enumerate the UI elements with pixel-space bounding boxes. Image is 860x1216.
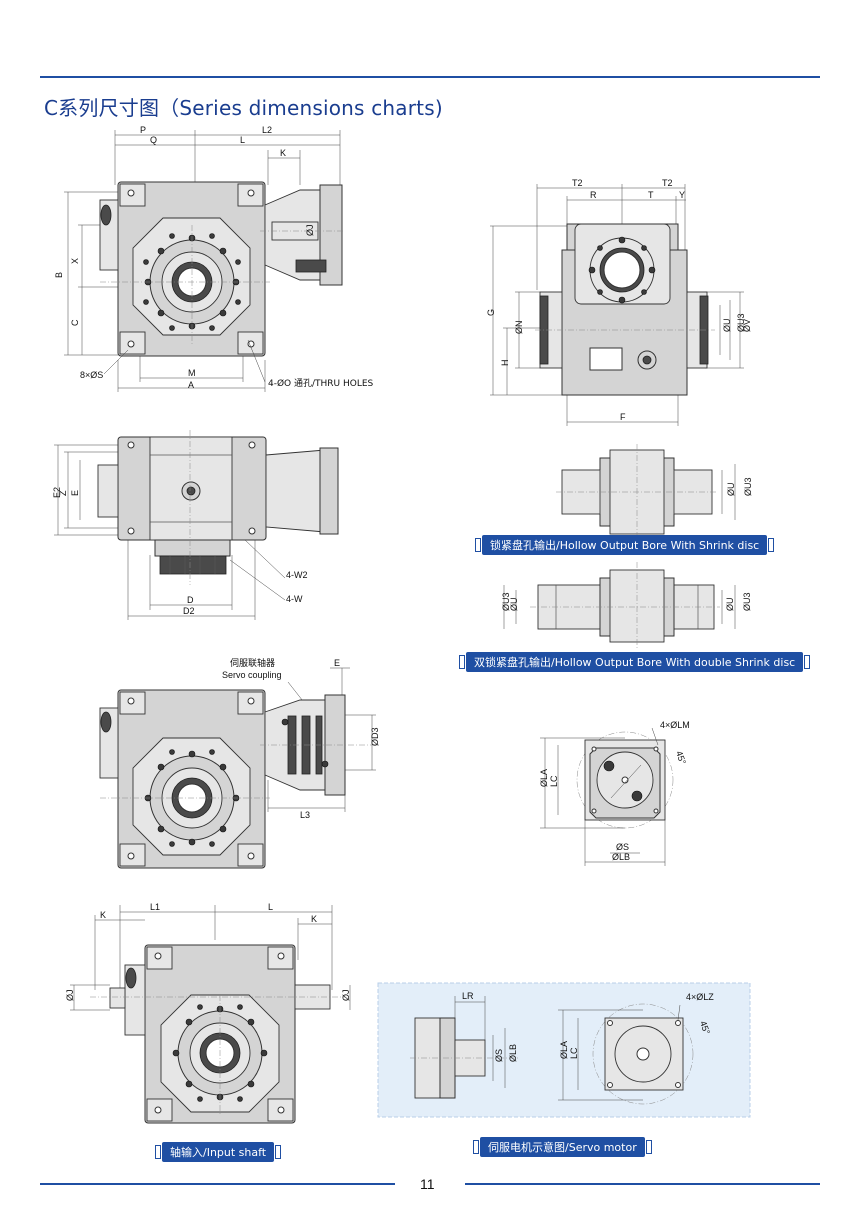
dim-l2: L2 <box>262 125 272 135</box>
dim-b: B <box>54 272 64 278</box>
dim-phi-u-single: ØU <box>726 483 736 497</box>
dim-r: R <box>590 190 597 200</box>
dim-phi-u: ØU <box>722 319 732 333</box>
footer-rule-left <box>40 1183 395 1185</box>
motor-flange-view <box>540 727 674 866</box>
dim-phi-s: ØS <box>616 842 629 852</box>
front-view-labels: P Q L2 L K B X C ØJ 8×ØS M A 4-ØO 通孔/THR… <box>54 125 374 390</box>
caption-double-shrink-disc: 双锁紧盘孔输出/Hollow Output Bore With double S… <box>458 652 811 672</box>
motor-flange-labels: 4×ØLM 45° ØLA LC ØS ØLB <box>539 720 690 862</box>
dim-k: K <box>280 148 286 158</box>
dim-phi-v: ØV <box>742 319 752 332</box>
dim-phi-la-motor: ØLA <box>559 1041 569 1059</box>
dim-l-input: L <box>268 902 273 912</box>
dim-lz: 4×ØLZ <box>686 992 714 1002</box>
dim-q: Q <box>150 135 157 145</box>
dim-lc: LC <box>549 775 559 787</box>
dim-phi-d3: ØD3 <box>370 727 380 746</box>
dim-phi-u3-dbl-right: ØU3 <box>742 592 752 611</box>
dim-g: G <box>486 309 496 316</box>
input-shaft-view <box>70 905 351 1124</box>
dim-t: T <box>648 190 654 200</box>
dim-d2: D2 <box>183 606 195 616</box>
dim-d: D <box>187 595 194 605</box>
page-title: C系列尺寸图（Series dimensions charts) <box>44 96 443 120</box>
dim-phi-s-motor: ØS <box>494 1049 504 1062</box>
dim-thru-holes: 4-ØO 通孔/THRU HOLES <box>268 378 374 389</box>
dim-a: A <box>188 380 194 390</box>
dim-phi-j-left: ØJ <box>65 989 75 1001</box>
dim-l1: L1 <box>150 902 160 912</box>
dim-phi-u3-dbl-left: ØU3 <box>501 592 511 611</box>
dim-phi-n: ØN <box>514 321 524 335</box>
caption-input-shaft: 轴输入/Input shaft <box>154 1142 282 1162</box>
caption-shrink-disc: 锁紧盘孔输出/Hollow Output Bore With Shrink di… <box>474 535 775 555</box>
side-view-labels: T2 T2 R T Y G H ØN F ØU ØU3 ØV <box>486 178 752 422</box>
dim-h: H <box>500 360 510 367</box>
dim-p: P <box>140 125 146 135</box>
dim-w2: 4-W2 <box>286 570 308 580</box>
dim-x: X <box>70 258 80 264</box>
dim-phi-la: ØLA <box>539 769 549 787</box>
dim-c: C <box>70 319 80 326</box>
dim-phi-j-right: ØJ <box>341 989 351 1001</box>
top-rule <box>40 76 820 78</box>
dim-45-upper: 45° <box>674 750 688 767</box>
dim-phi-u-dbl-right: ØU <box>725 598 735 612</box>
dim-k-right: K <box>311 914 317 924</box>
dim-l: L <box>240 135 245 145</box>
front-view <box>64 130 345 392</box>
caption-servo-motor: 伺服电机示意图/Servo motor <box>473 1137 652 1157</box>
top-view-labels: E2 Z E 4-W2 4-W D D2 <box>52 487 308 616</box>
dim-45-lower: 45° <box>698 1020 712 1037</box>
side-view <box>490 184 744 426</box>
dim-z: Z <box>58 490 68 496</box>
dim-e-coupling: E <box>334 658 340 668</box>
dim-y: Y <box>679 190 685 200</box>
dim-phi-lb-motor: ØLB <box>508 1044 518 1062</box>
shrink-disc-bore <box>556 444 736 540</box>
dim-l3: L3 <box>300 810 310 820</box>
servo-motor-labels: LR ØS ØLB 4×ØLZ 45° ØLA LC <box>462 991 714 1062</box>
dim-phi-lb: ØLB <box>612 852 630 862</box>
dim-8s: 8×ØS <box>80 370 103 380</box>
dim-e: E <box>70 490 80 496</box>
dim-lc-motor: LC <box>569 1047 579 1059</box>
dim-f: F <box>620 412 626 422</box>
dim-phi-j: ØJ <box>305 224 315 236</box>
dim-phi-u3: ØU3 <box>736 313 746 332</box>
dim-lm: 4×ØLM <box>660 720 690 730</box>
top-view <box>54 430 339 620</box>
dim-k-left: K <box>100 910 106 920</box>
dim-e2: E2 <box>52 487 62 498</box>
dim-phi-u-dbl-left: ØU <box>509 598 519 612</box>
dim-m: M <box>188 368 196 378</box>
input-shaft-labels: K L1 L K ØJ ØJ <box>65 902 351 1001</box>
servo-coupling-cn: 伺服联轴器 <box>230 657 275 669</box>
servo-coupling-view <box>99 667 380 869</box>
dim-phi-u3-single: ØU3 <box>743 477 753 496</box>
footer-rule-right <box>465 1183 820 1185</box>
dim-lr: LR <box>462 991 474 1001</box>
servo-coupling-en: Servo coupling <box>222 670 282 680</box>
dim-w: 4-W <box>286 594 303 604</box>
page-number: 11 <box>420 1176 435 1192</box>
servo-coupling-labels: 伺服联轴器 Servo coupling E ØD3 L3 <box>222 657 380 820</box>
bolt-circle-1 <box>143 233 241 331</box>
double-shrink-disc-bore <box>503 562 736 650</box>
dim-t2-left: T2 <box>572 178 583 188</box>
servo-motor-view <box>377 982 751 1118</box>
dim-t2-right: T2 <box>662 178 673 188</box>
